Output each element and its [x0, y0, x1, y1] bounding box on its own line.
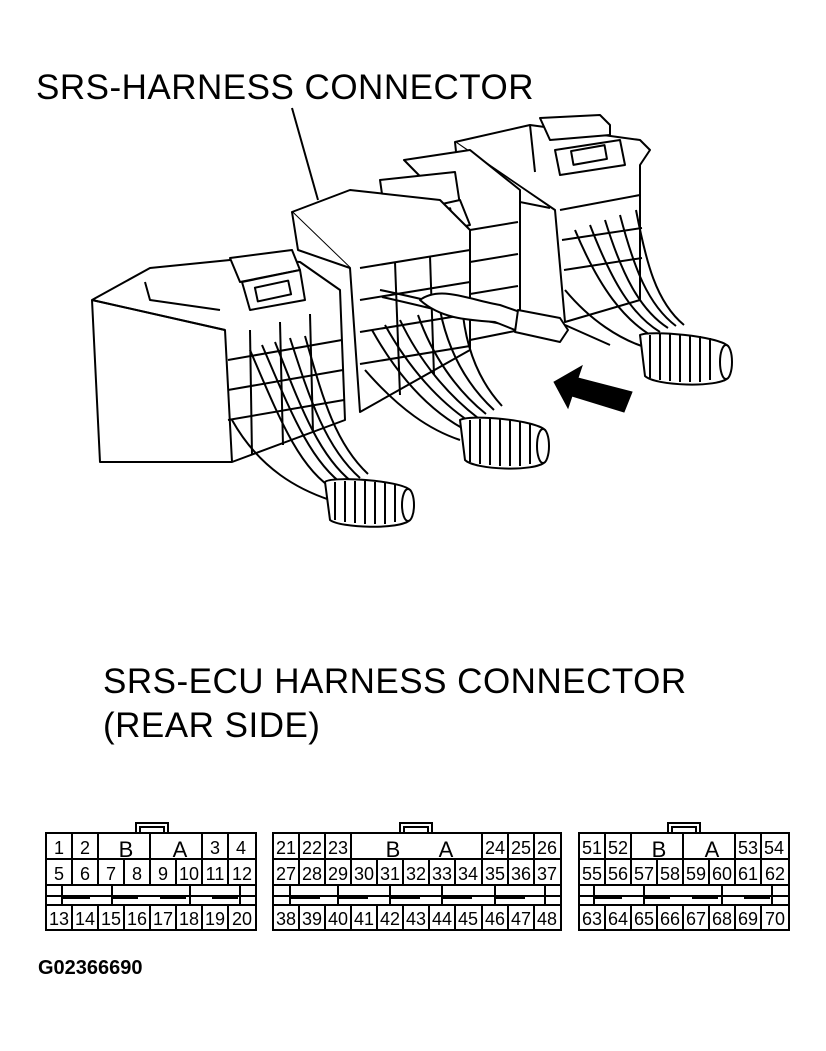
pin-label-a: A — [439, 837, 454, 862]
pin-label: 18 — [179, 909, 199, 929]
connector-block-middle — [291, 189, 471, 413]
connector-middle-labels: 21 22 23 B A 24 25 26 27 28 29 30 31 32 … — [276, 837, 557, 929]
pin-label: 32 — [406, 864, 426, 884]
corrugated-tube-rear — [639, 332, 733, 386]
pin-label: 21 — [276, 838, 296, 858]
pin-label: 60 — [712, 864, 732, 884]
pin-label: 48 — [537, 909, 557, 929]
connector-block-front — [91, 249, 346, 463]
connector-right-labels: 51 52 B A 53 54 55 56 57 58 59 60 61 62 … — [582, 837, 785, 929]
corrugated-tube-middle — [459, 416, 550, 470]
pin-label: 27 — [276, 864, 296, 884]
pin-label: 2 — [80, 838, 90, 858]
pin-label-b: B — [119, 837, 134, 862]
pin-label: 46 — [485, 909, 505, 929]
pin-label: 12 — [232, 864, 252, 884]
harness-connector-illustration — [91, 107, 733, 528]
pin-label: 15 — [101, 909, 121, 929]
pin-label: 67 — [686, 909, 706, 929]
pin-label: 7 — [106, 864, 116, 884]
pin-label: 47 — [511, 909, 531, 929]
pin-label: 31 — [380, 864, 400, 884]
pin-label-a: A — [705, 837, 720, 862]
pin-label: 20 — [232, 909, 252, 929]
pin-label: 26 — [537, 838, 557, 858]
pin-label: 30 — [354, 864, 374, 884]
pin-label: 16 — [127, 909, 147, 929]
pin-label: 55 — [582, 864, 602, 884]
harness-connector-title: SRS-HARNESS CONNECTOR — [36, 68, 534, 107]
pin-label: 29 — [328, 864, 348, 884]
pin-label: 57 — [634, 864, 654, 884]
pin-label: 40 — [328, 909, 348, 929]
pin-label: 43 — [406, 909, 426, 929]
connector-left-labels: 1 2 B A 3 4 5 6 7 8 9 10 11 12 13 14 15 … — [49, 837, 252, 929]
pin-label: 42 — [380, 909, 400, 929]
pin-label: 45 — [458, 909, 478, 929]
pin-label: 59 — [686, 864, 706, 884]
pin-label: 23 — [328, 838, 348, 858]
pin-label: 62 — [765, 864, 785, 884]
leader-line — [291, 107, 319, 201]
pin-label: 34 — [458, 864, 478, 884]
pin-label: 4 — [236, 838, 246, 858]
pin-label: 54 — [764, 838, 784, 858]
pin-label: 44 — [432, 909, 452, 929]
ecu-connector-title-line2: (REAR SIDE) — [103, 706, 321, 745]
pin-label: 66 — [660, 909, 680, 929]
pin-label: 35 — [485, 864, 505, 884]
pin-label: 64 — [608, 909, 628, 929]
corrugated-tube-front — [324, 478, 415, 528]
connector-middle — [272, 822, 562, 931]
pin-label: 58 — [660, 864, 680, 884]
pin-label: 25 — [511, 838, 531, 858]
arrow-icon — [553, 364, 633, 413]
pin-label: 13 — [49, 909, 69, 929]
pin-label: 70 — [765, 909, 785, 929]
connector-left — [45, 822, 257, 931]
pin-label: 11 — [206, 864, 225, 884]
pin-label: 22 — [302, 838, 322, 858]
pin-label: 69 — [738, 909, 758, 929]
pin-label-b: B — [386, 837, 401, 862]
pin-label: 3 — [210, 838, 220, 858]
pin-label: 33 — [432, 864, 452, 884]
ecu-connector-title: SRS-ECU HARNESS CONNECTOR (REAR SIDE) — [103, 660, 687, 748]
pin-label: 8 — [132, 864, 142, 884]
pin-label: 63 — [582, 909, 602, 929]
pin-label: 41 — [354, 909, 374, 929]
ecu-pinout-diagram: 1 2 B A 3 4 5 6 7 8 9 10 11 12 13 14 15 … — [45, 822, 790, 931]
pin-label: 68 — [712, 909, 732, 929]
pin-separators — [62, 895, 770, 899]
pin-label: 10 — [179, 864, 199, 884]
pin-label: 61 — [738, 864, 758, 884]
pin-label-b: B — [652, 837, 667, 862]
pin-label: 28 — [302, 864, 322, 884]
test-probe — [419, 292, 611, 346]
pin-label: 5 — [54, 864, 64, 884]
pin-label: 9 — [158, 864, 168, 884]
pin-label: 39 — [302, 909, 322, 929]
pin-label: 65 — [634, 909, 654, 929]
pin-label: 56 — [608, 864, 628, 884]
pin-label-a: A — [173, 837, 188, 862]
pin-label: 37 — [537, 864, 557, 884]
pin-label: 51 — [582, 838, 602, 858]
pin-label: 38 — [276, 909, 296, 929]
pin-label: 1 — [54, 838, 64, 858]
pin-label: 17 — [153, 909, 173, 929]
pin-label: 36 — [511, 864, 531, 884]
pin-label: 19 — [205, 909, 225, 929]
ecu-connector-title-line1: SRS-ECU HARNESS CONNECTOR — [103, 662, 687, 701]
pin-label: 52 — [608, 838, 628, 858]
pin-label: 6 — [80, 864, 90, 884]
pin-label: 24 — [485, 838, 505, 858]
pin-label: 53 — [738, 838, 758, 858]
pin-label: 14 — [75, 909, 95, 929]
figure-id: G02366690 — [38, 957, 143, 979]
